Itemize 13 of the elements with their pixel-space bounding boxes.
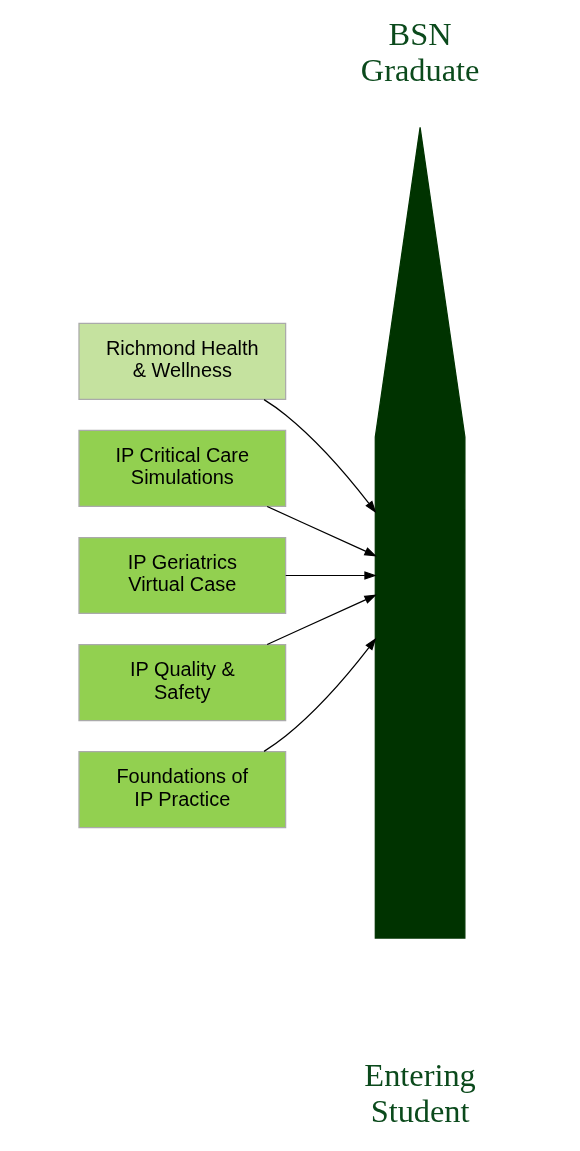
arrow [285,571,377,580]
arrow [263,637,377,752]
node-arrow [374,126,466,939]
node-box: Foundations of IP Practice [78,751,287,829]
node-box: Richmond Health & Wellness [78,322,287,400]
label: BSN Graduate [360,15,480,88]
node-box: IP Critical Care Simulations [78,429,287,507]
label: Entering Student [364,1056,476,1129]
node-box: IP Geriatrics Virtual Case [78,536,287,615]
node-box: IP Quality & Safety [78,644,287,722]
arrow [263,399,377,514]
arrow [266,505,377,557]
arrow [266,594,377,646]
